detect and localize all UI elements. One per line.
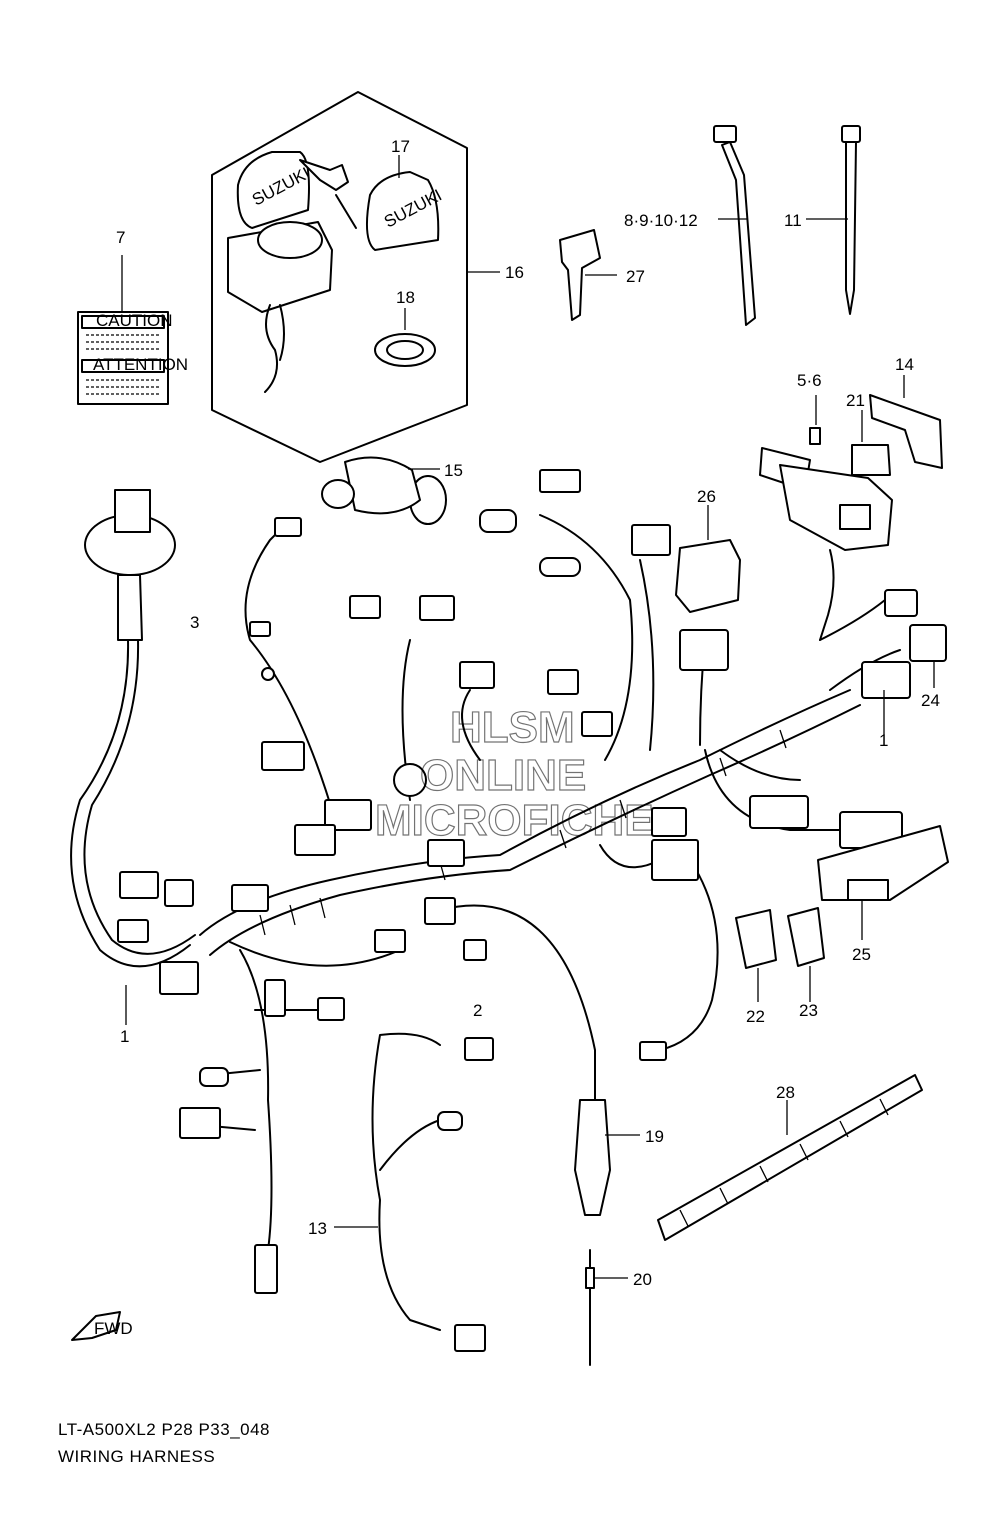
callout-22: 22 [746,1007,765,1026]
callout-18: 18 [396,288,415,307]
callout-20: 20 [633,1270,652,1289]
callout-26: 26 [697,487,716,506]
relays-fusebox [675,375,943,641]
attention-text: ATTENTION [93,355,188,374]
watermark-line-3: MICROFICHE [375,796,654,845]
callout-19: 19 [645,1127,664,1146]
forward-arrow-icon: FWD [71,1311,133,1341]
ignition-switch-kit: SUZUKI SUZUKI [211,91,500,463]
callout-13: 13 [308,1219,327,1238]
callout-23: 23 [799,1001,818,1020]
caution-text: CAUTION [96,311,173,330]
callout-17: 17 [391,137,410,156]
callout-8-9-10-12: 8·9·10·12 [624,211,698,230]
callout-1b: 1 [879,731,888,750]
callout-21: 21 [846,391,865,410]
bracket-covers [735,825,949,1002]
fwd-text: FWD [94,1319,133,1338]
callout-25: 25 [852,945,871,964]
callout-numbers: 17 7 18 16 27 8·9·10·12 11 14 5·6 21 15 … [116,137,940,1289]
key-and-ties [559,125,861,326]
callout-24: 24 [921,691,940,710]
callout-14: 14 [895,355,914,374]
callout-28: 28 [776,1083,795,1102]
callout-3: 3 [190,613,199,632]
callout-2: 2 [473,1001,482,1020]
diagram-title: WIRING HARNESS [58,1447,216,1466]
watermark-line-1: HLSM [450,703,575,752]
callout-15: 15 [444,461,463,480]
watermark-line-2: ONLINE [420,751,586,800]
callout-16: 16 [505,263,524,282]
callout-27: 27 [626,267,645,286]
main-harness [70,469,947,1294]
key-cylinder [321,456,447,525]
callout-11: 11 [784,211,802,230]
callout-5-6: 5·6 [797,371,822,390]
watermark: HLSM ONLINE MICROFICHE [374,702,654,845]
callout-7: 7 [116,228,125,247]
callout-1a: 1 [120,1027,129,1046]
sub-harness-sensor [334,1032,923,1366]
model-code: LT-A500XL2 P28 P33_048 [58,1420,271,1439]
caution-label: CAUTION ATTENTION [77,255,188,405]
